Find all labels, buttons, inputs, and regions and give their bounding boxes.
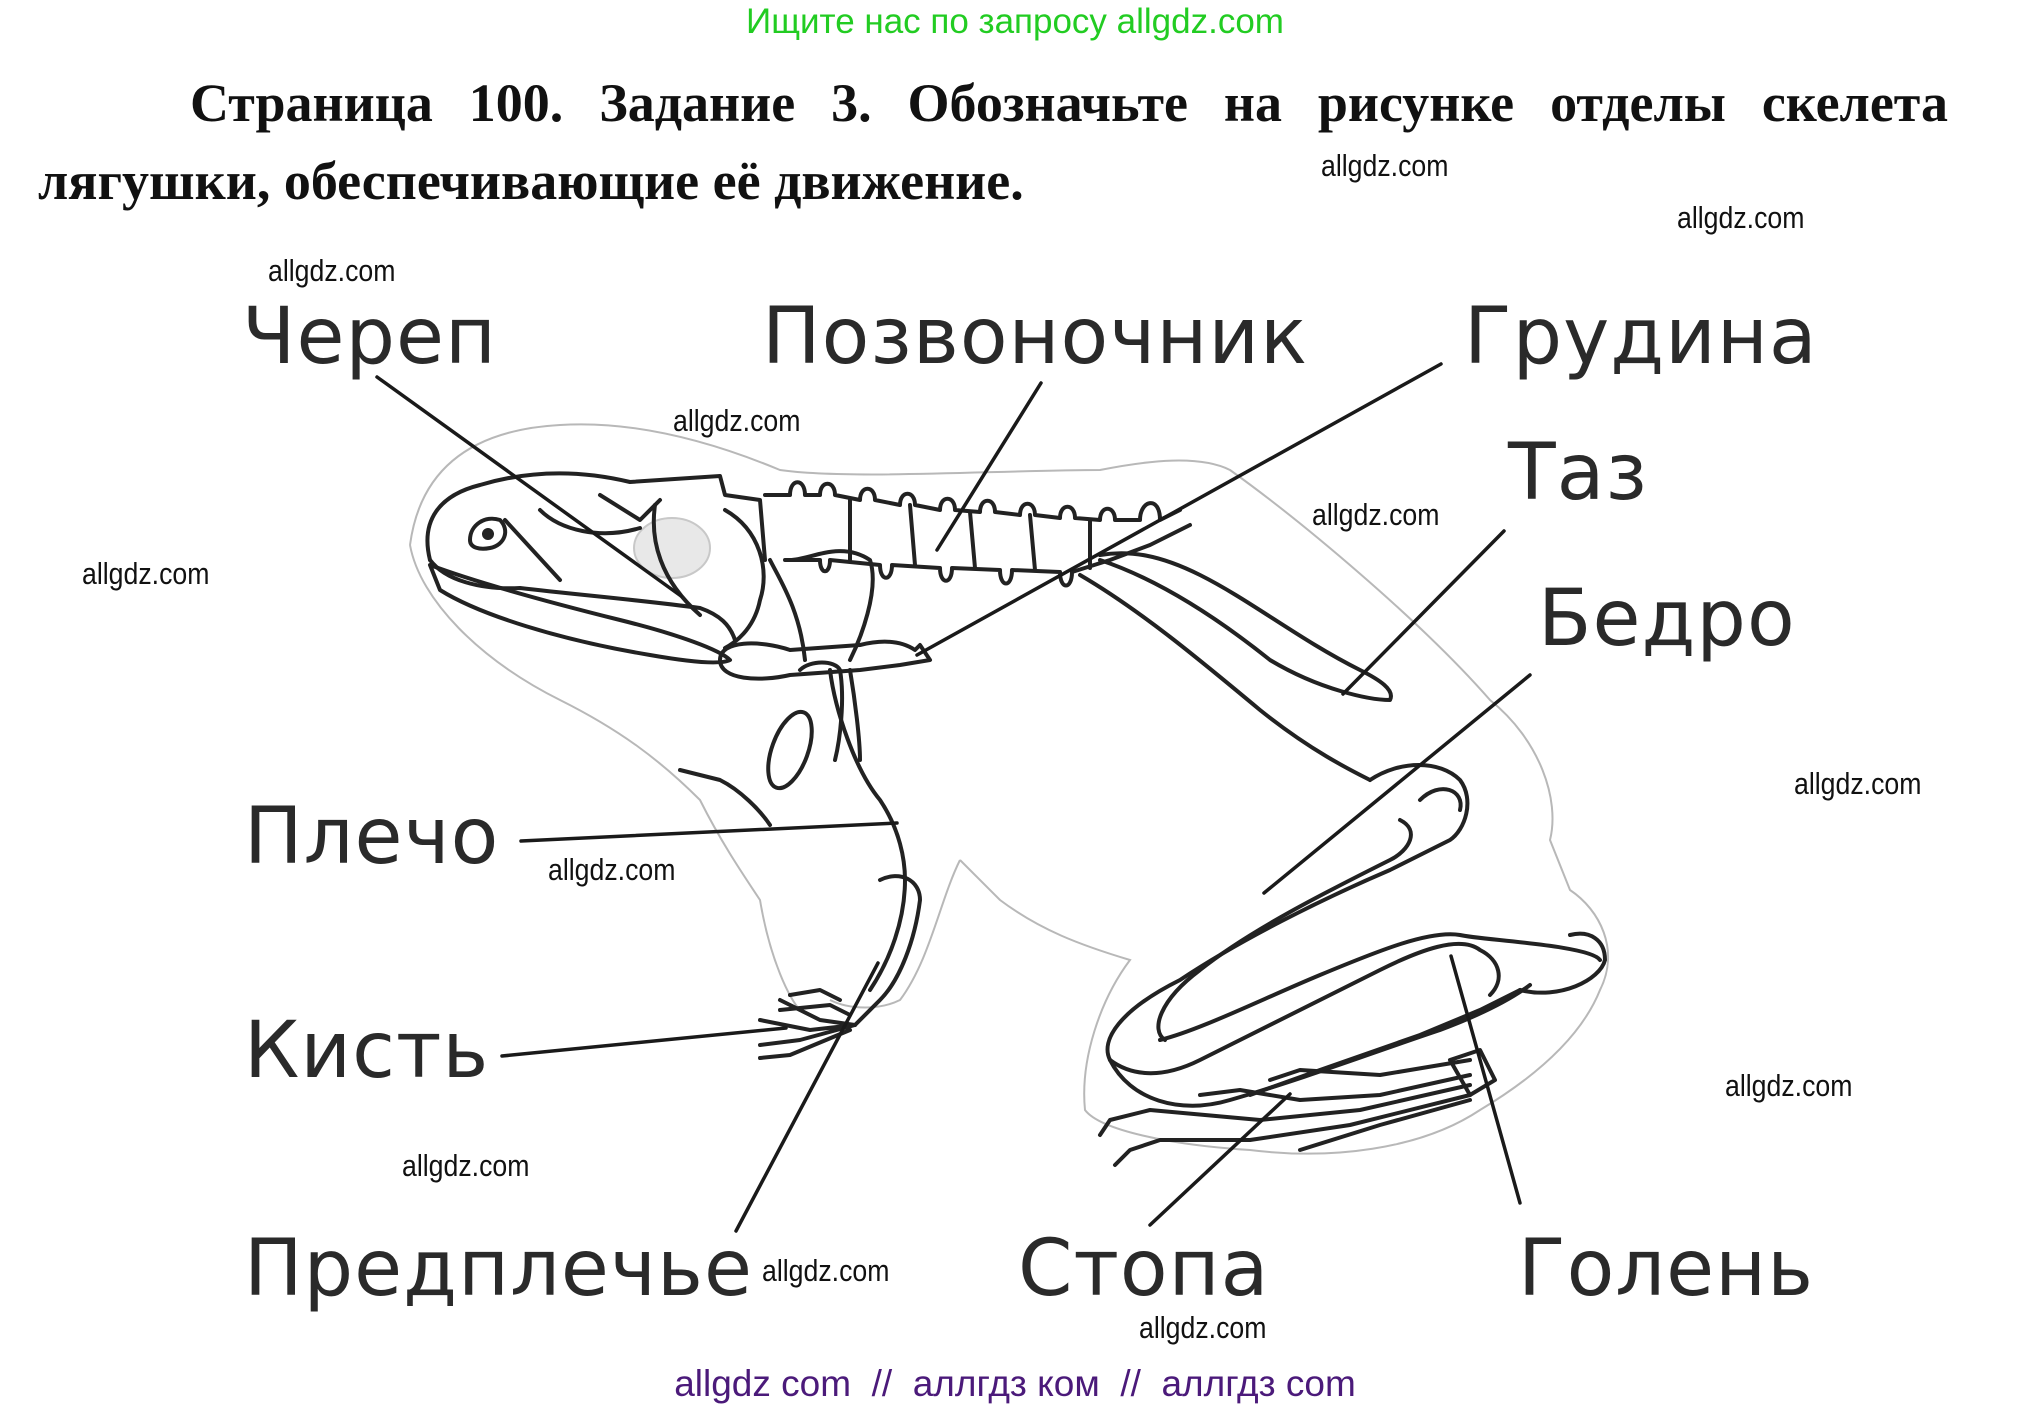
pointer-line-pelvis (1341, 529, 1506, 696)
label-shin: Голень (1518, 1224, 1815, 1314)
watermark: allgdz.com (1312, 497, 1440, 532)
pointer-line-shin (1449, 954, 1522, 1205)
pointer-line-forearm (734, 961, 880, 1233)
label-shoulder: Плечо (244, 792, 500, 882)
task-title-line-1: Страница 100. Задание 3. Обозначьте на р… (190, 73, 1948, 133)
watermark: allgdz.com (82, 556, 210, 591)
pointer-line-foot (1148, 1092, 1292, 1227)
search-banner: Ищите нас по запросу allgdz.com (746, 2, 1284, 41)
watermark: allgdz.com (1677, 200, 1805, 235)
label-forearm: Предплечье (244, 1224, 753, 1314)
label-thigh: Бедро (1538, 574, 1796, 664)
watermark: allgdz.com (548, 852, 676, 887)
pointer-line-skull (375, 375, 683, 598)
watermark: allgdz.com (268, 253, 396, 288)
footer-links: allgdz com // аллгдз ком // аллгдз com (674, 1363, 1356, 1404)
label-hand: Кисть (244, 1006, 490, 1096)
label-pelvis: Таз (1508, 428, 1648, 518)
watermark: allgdz.com (1725, 1068, 1853, 1103)
label-sternum: Грудина (1464, 292, 1818, 382)
label-skull: Череп (242, 292, 497, 382)
watermark: allgdz.com (673, 403, 801, 438)
pointer-line-hand (500, 1026, 788, 1058)
pointer-line-shoulder (519, 821, 899, 843)
label-spine: Позвоночник (762, 292, 1309, 382)
watermark: allgdz.com (762, 1253, 890, 1288)
watermark: allgdz.com (402, 1148, 530, 1183)
watermark: allgdz.com (1139, 1310, 1267, 1345)
label-foot: Стопа (1018, 1224, 1270, 1314)
task-title-line-2: лягушки, обеспечивающие её движение. (38, 151, 1024, 211)
watermark: allgdz.com (1321, 148, 1449, 183)
pointer-line-spine (935, 381, 1043, 552)
watermark: allgdz.com (1794, 766, 1922, 801)
pointer-line-thigh (1262, 673, 1532, 895)
pointer-line-sternum (915, 362, 1443, 657)
